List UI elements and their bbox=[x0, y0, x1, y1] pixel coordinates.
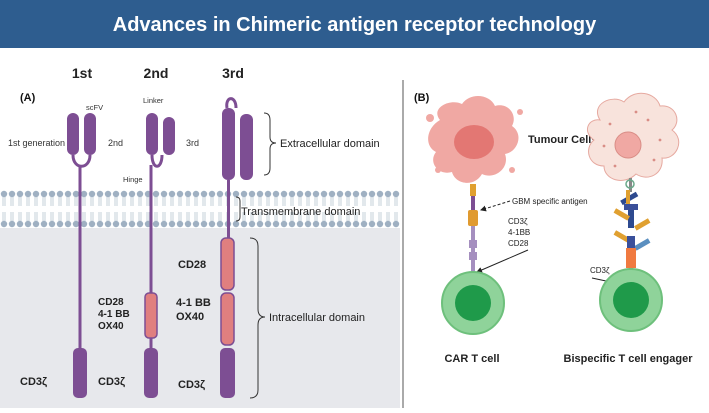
costim-domain-3rd bbox=[220, 292, 235, 346]
scfv-label: scFV bbox=[86, 103, 103, 112]
panel-b-label: (B) bbox=[414, 92, 430, 104]
intracellular-domain-label: Intracellular domain bbox=[269, 312, 365, 324]
cell-membrane-a bbox=[0, 190, 400, 228]
transmembrane-domain-label: Transmembrane domain bbox=[241, 206, 360, 218]
figure-title: Advances in Chimeric antigen receptor te… bbox=[113, 14, 597, 36]
costim-domain-2nd bbox=[144, 292, 158, 339]
costim-3rd-label-41bb: 4-1 BB bbox=[176, 297, 211, 309]
bite-signal-cd3z: CD3ζ bbox=[590, 266, 610, 275]
car-signal-cd28: CD28 bbox=[508, 239, 529, 248]
bispecific-engager bbox=[613, 178, 651, 282]
car-2nd-generation bbox=[144, 113, 175, 398]
cd3z-domain-3rd bbox=[220, 348, 235, 398]
col-header-3rd: 3rd bbox=[222, 65, 244, 81]
tumour-cell-1 bbox=[426, 95, 523, 183]
gen-label-1st: 1st generation bbox=[8, 138, 65, 148]
bispecific-t-cell bbox=[599, 268, 663, 332]
cd3z-label-2nd: CD3ζ bbox=[98, 376, 125, 388]
costim-2nd-label-cd28: CD28 bbox=[98, 297, 124, 308]
col-header-1st: 1st bbox=[72, 65, 93, 81]
intracellular-bracket bbox=[249, 237, 266, 399]
extracellular-domain-label: Extracellular domain bbox=[280, 138, 380, 150]
panel-a: (A) 1st 2nd 3rd scFV 1st generation Link… bbox=[0, 65, 400, 408]
car-t-cell bbox=[441, 271, 505, 335]
car-t-receptor bbox=[468, 184, 478, 276]
cd28-domain-3rd bbox=[220, 237, 235, 291]
panel-b: (B) Tumour Cells bbox=[414, 92, 693, 365]
cd3z-domain-1st bbox=[73, 348, 87, 398]
bite-label: Bispecific T cell engager bbox=[564, 353, 694, 365]
car-t-cell-label: CAR T cell bbox=[444, 353, 499, 365]
costim-3rd-label-ox40: OX40 bbox=[176, 311, 204, 323]
car-signal-arrow bbox=[476, 249, 529, 273]
costim-2nd-label-ox40: OX40 bbox=[98, 321, 124, 332]
cytoplasm-region bbox=[0, 228, 400, 408]
cd3z-domain-2nd bbox=[144, 348, 158, 398]
extracellular-bracket bbox=[263, 112, 277, 176]
gbm-antigen-arrow bbox=[480, 200, 511, 212]
title-banner bbox=[0, 0, 709, 48]
car-1st-generation bbox=[67, 113, 96, 398]
tumour-cell-2 bbox=[586, 92, 680, 181]
tumour-cells-label: Tumour Cells bbox=[528, 134, 597, 146]
gbm-antigen-label: GBM specific antigen bbox=[512, 197, 588, 206]
car-signal-41bb: 4-1BB bbox=[508, 228, 530, 237]
transmembrane-bracket bbox=[235, 196, 241, 222]
cd28-3rd-label: CD28 bbox=[178, 259, 206, 271]
gen-label-3rd: 3rd bbox=[186, 138, 199, 148]
hinge-label: Hinge bbox=[123, 175, 143, 184]
car-3rd-generation bbox=[220, 97, 253, 398]
linker-label: Linker bbox=[143, 96, 164, 105]
cd3z-label-1st: CD3ζ bbox=[20, 376, 47, 388]
col-header-2nd: 2nd bbox=[144, 65, 169, 81]
gen-label-2nd: 2nd bbox=[108, 138, 123, 148]
cd3z-label-3rd: CD3ζ bbox=[178, 379, 205, 391]
car-signal-cd3z: CD3ζ bbox=[508, 217, 528, 226]
panel-a-label: (A) bbox=[20, 92, 36, 104]
costim-2nd-label-41bb: 4-1 BB bbox=[98, 309, 130, 320]
